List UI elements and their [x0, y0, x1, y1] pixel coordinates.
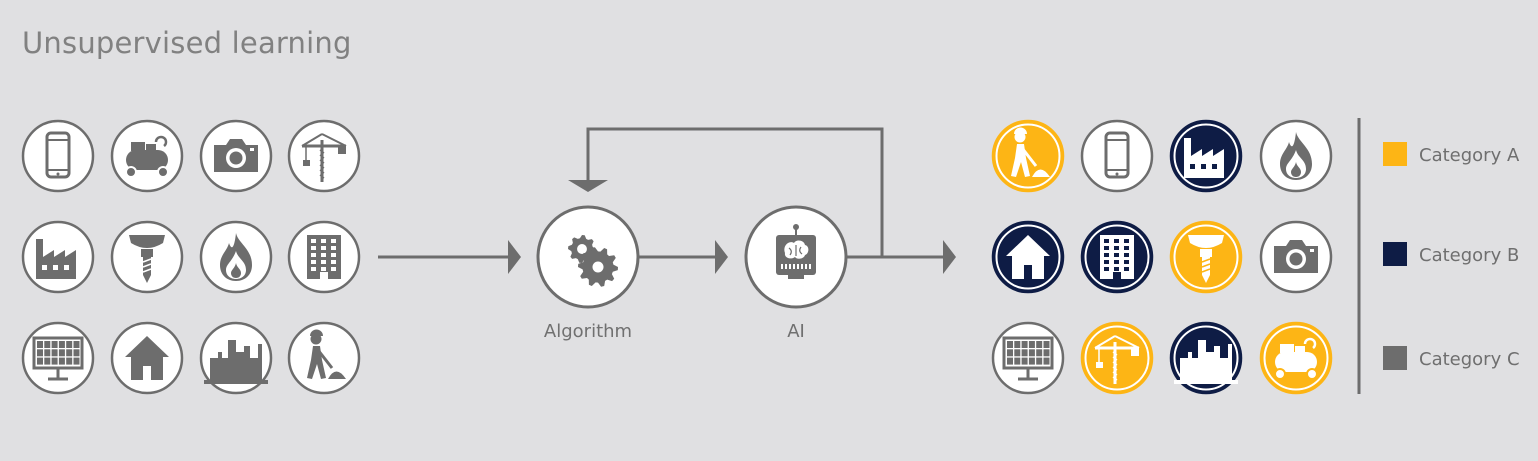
legend-item-c: Category C [1383, 346, 1520, 370]
legend-label: Category C [1419, 349, 1520, 370]
input-house [110, 321, 184, 395]
input-construction-worker [287, 321, 361, 395]
input-city-skyline [199, 321, 273, 395]
output-city-skyline [1169, 321, 1243, 395]
icon-circle [1080, 119, 1154, 193]
construction-worker-icon [307, 329, 346, 379]
arrow-head-outputs [943, 240, 956, 274]
input-air-compressor [110, 119, 184, 193]
construction-worker-icon [1011, 127, 1050, 177]
legend-item-b: Category B [1383, 242, 1519, 266]
fire-icon [220, 233, 252, 281]
smartphone-icon [1104, 131, 1130, 179]
legend-label: Category B [1419, 245, 1519, 266]
icon-circle [991, 321, 1065, 395]
factory-icon [36, 239, 76, 279]
arrow-head-ai [715, 240, 728, 274]
diagram-title: Unsupervised learning [22, 26, 352, 60]
connector-arrows [378, 127, 956, 274]
legend-swatch [1383, 242, 1407, 266]
house-icon [1006, 235, 1050, 279]
input-crane [287, 119, 361, 193]
crane-icon [301, 133, 347, 182]
fire-icon [1280, 132, 1312, 180]
output-drill-bit [1169, 220, 1243, 294]
input-factory [21, 220, 95, 294]
feedback-arrow-head [568, 180, 608, 192]
output-air-compressor [1259, 321, 1333, 395]
drill-bit-icon [129, 235, 165, 283]
input-icon-grid [21, 119, 361, 395]
icon-circle [21, 321, 95, 395]
smartphone-icon [45, 131, 71, 179]
input-camera [199, 119, 273, 193]
icon-circle [1080, 321, 1154, 395]
output-smartphone [1080, 119, 1154, 193]
ai-node [744, 205, 848, 309]
output-crane [1080, 321, 1154, 395]
output-fire [1259, 119, 1333, 193]
office-building-icon [1100, 235, 1134, 279]
drill-bit-icon [1188, 235, 1224, 283]
camera-icon [214, 139, 258, 172]
air-compressor-icon [125, 135, 169, 178]
ai-label: AI [787, 321, 805, 342]
output-icon-grid [991, 119, 1333, 395]
icon-circle [21, 119, 95, 193]
gears-icon [568, 235, 618, 287]
input-smartphone [21, 119, 95, 193]
camera-icon [1274, 240, 1318, 273]
legend: Category A Category B Category C [1383, 142, 1520, 370]
arrow-head-algorithm [508, 240, 521, 274]
crane-icon [1094, 335, 1140, 384]
city-skyline-icon [1174, 340, 1238, 384]
algorithm-node [536, 205, 640, 309]
air-compressor-icon [1274, 337, 1318, 380]
input-fire [199, 220, 273, 294]
legend-swatch [1383, 142, 1407, 166]
output-house [991, 220, 1065, 294]
algorithm-label: Algorithm [544, 321, 632, 342]
output-solar-panel [991, 321, 1065, 395]
output-factory [1169, 119, 1243, 193]
factory-icon [1184, 138, 1224, 178]
input-solar-panel [21, 321, 95, 395]
legend-item-a: Category A [1383, 142, 1520, 166]
city-skyline-icon [204, 340, 268, 384]
output-office-building [1080, 220, 1154, 294]
legend-swatch [1383, 346, 1407, 370]
input-drill-bit [110, 220, 184, 294]
solar-panel-icon [32, 336, 84, 381]
legend-label: Category A [1419, 145, 1520, 166]
input-office-building [287, 220, 361, 294]
solar-panel-icon [1002, 336, 1054, 381]
feedback-loop-arrow [586, 127, 884, 257]
output-camera [1259, 220, 1333, 294]
icon-circle [287, 119, 361, 193]
output-construction-worker [991, 119, 1065, 193]
office-building-icon [307, 235, 341, 279]
house-icon [125, 336, 169, 380]
robot-brain-icon [776, 224, 816, 279]
